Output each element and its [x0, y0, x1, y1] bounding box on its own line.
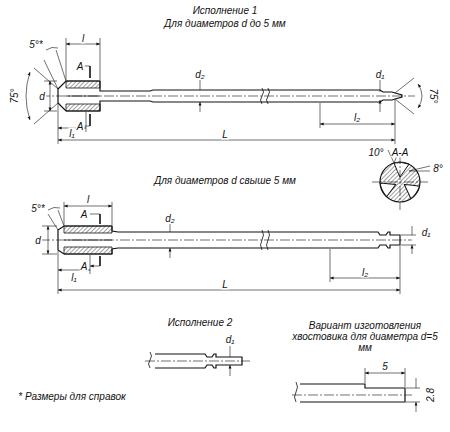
dimension-label: d₂ — [164, 213, 175, 224]
dimension-label: 8° — [432, 163, 444, 174]
dimension-label: L — [221, 129, 229, 140]
dimension-label: * Размеры для справок — [17, 391, 127, 402]
dimension-label: d₂ — [194, 69, 205, 80]
dimension-lines — [26, 38, 430, 412]
dimension-label: d₁ — [225, 334, 236, 345]
dimension-label: l₁ — [70, 272, 77, 283]
dimension-label: Исполнение 1 — [192, 5, 259, 16]
dimension-label: 75° — [9, 87, 20, 104]
dimension-label: 5°* — [30, 203, 45, 214]
dimension-label: L — [221, 279, 229, 290]
dimension-label: l₂ — [361, 267, 369, 278]
dimension-label: A — [76, 121, 85, 132]
dimension-label: 10° — [367, 147, 384, 158]
dimension-label: l₂ — [353, 112, 361, 123]
dimension-label: A — [80, 209, 89, 220]
dimension-label: l — [81, 33, 85, 44]
dimension-label: d — [38, 91, 46, 102]
dimension-label: 5 — [381, 361, 389, 372]
dimension-label: l — [86, 194, 90, 205]
dimension-label: l₁ — [68, 128, 75, 139]
dimension-label: Для диаметров d свыше 5 мм — [153, 175, 297, 186]
dimension-label: A — [76, 61, 85, 72]
dimension-label: Вариант изготовления хвостовика для диам… — [289, 320, 441, 353]
dimension-label: Исполнение 2 — [167, 317, 234, 328]
dimension-label: A-A — [391, 147, 410, 158]
dimension-label: d — [34, 235, 42, 246]
dimension-label: d₁ — [421, 227, 432, 238]
dimension-label: Для диаметров d до 5 мм — [163, 18, 286, 29]
dimension-label: 75° — [428, 87, 439, 104]
dimension-label: A — [80, 261, 89, 272]
dimension-label: 2.8 — [425, 387, 436, 403]
outlines — [58, 81, 420, 402]
dimension-label: 5°* — [28, 39, 43, 50]
dimension-label: d₁ — [375, 69, 386, 80]
